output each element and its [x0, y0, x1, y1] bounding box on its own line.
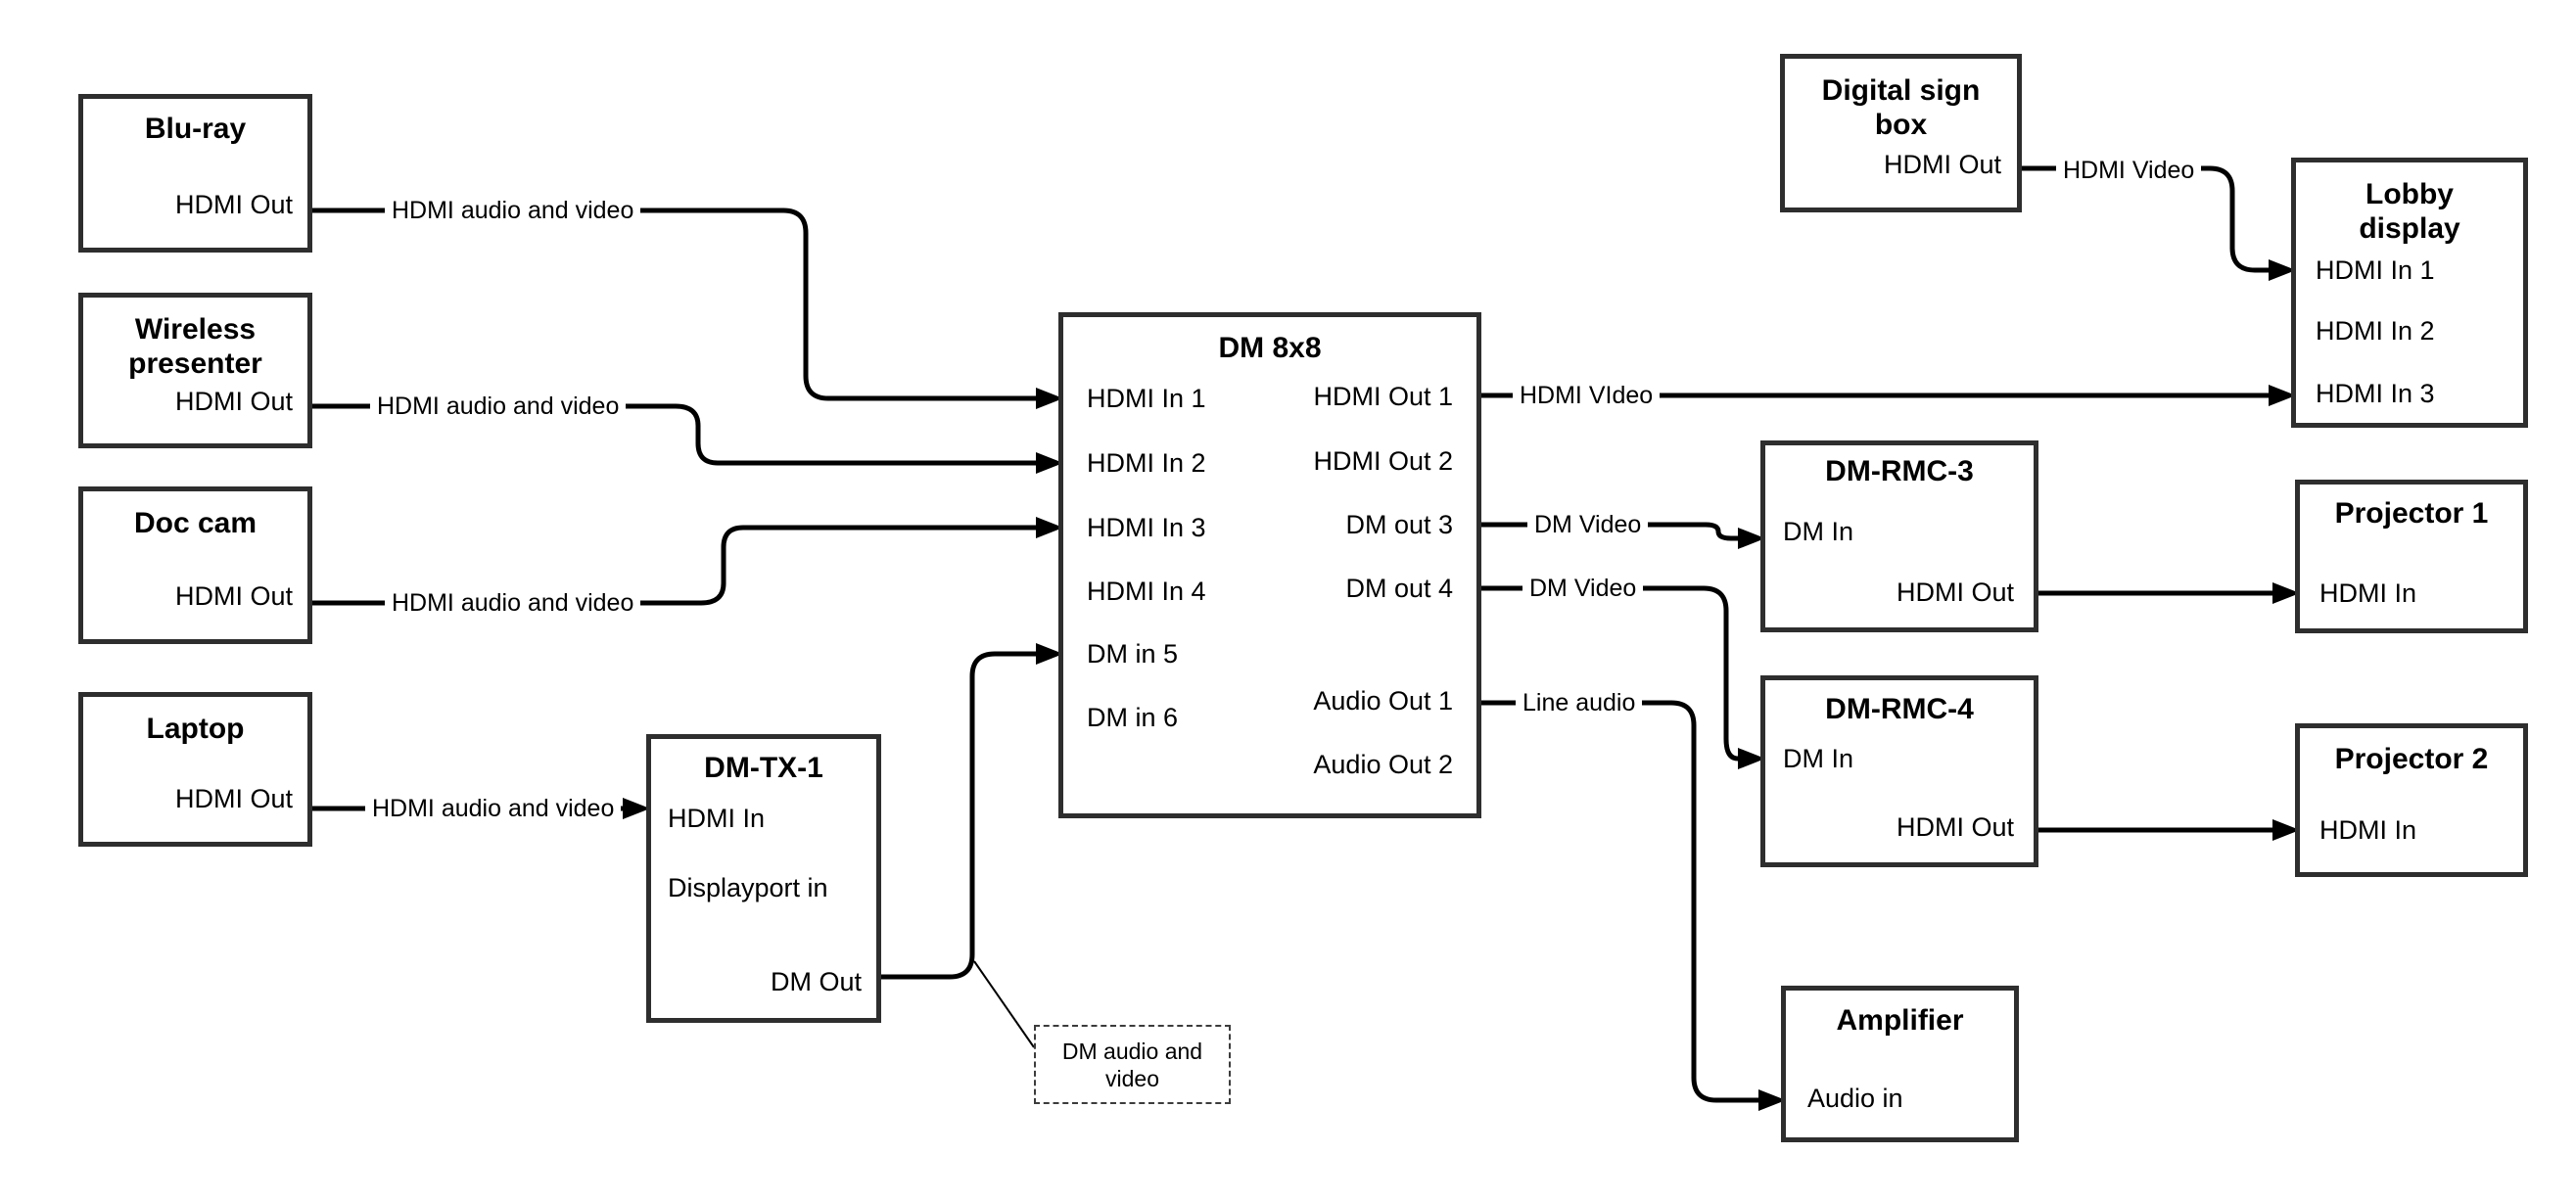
node-title: Lobby display [2359, 178, 2460, 245]
edge-label-hdmi-video-sign: HDMI Video [2056, 156, 2202, 185]
node-title: DM-TX-1 [704, 752, 823, 784]
node-title: Wireless presenter [128, 313, 262, 380]
port-laptop-hdmi-out: HDMI Out [174, 784, 293, 813]
port-dm8x8-dm-out-3: DM out 3 [1345, 510, 1453, 539]
node-doc-cam[interactable]: Doc cam HDMI Out [78, 486, 312, 644]
arrowhead-dm8x8-in3 [1036, 517, 1063, 538]
port-lobby-hdmi-in-2: HDMI In 2 [2316, 316, 2435, 346]
annotation-leader-line [973, 960, 1035, 1048]
port-rmc3-hdmi-out: HDMI Out [1896, 577, 2014, 607]
node-dm-rmc-3[interactable]: DM-RMC-3 DM In HDMI Out [1760, 440, 2038, 632]
port-proj2-hdmi-in: HDMI In [2319, 815, 2417, 845]
arrowhead-lobby-in1 [2269, 259, 2296, 281]
edge-label-line-audio: Line audio [1516, 688, 1643, 717]
edge-doccam-to-dm8x8-in3[interactable] [312, 525, 1036, 606]
edge-label-laptop: HDMI audio and video [365, 794, 622, 823]
annotation-dm-audio-video: DM audio and video [1034, 1025, 1231, 1104]
node-amplifier[interactable]: Amplifier Audio in [1781, 986, 2019, 1142]
port-dm8x8-hdmi-in-3: HDMI In 3 [1087, 513, 1206, 542]
node-title: DM 8x8 [1218, 332, 1322, 364]
node-title: DM-RMC-4 [1825, 693, 1974, 725]
arrowhead-lobby-in3 [2269, 385, 2296, 406]
arrowhead-dmtx1-in [623, 798, 650, 819]
node-dm-tx-1[interactable]: DM-TX-1 HDMI In Displayport in DM Out [646, 734, 881, 1023]
node-title: Projector 1 [2334, 497, 2489, 530]
edge-dm8x8-out4-to-rmc4[interactable] [1481, 585, 1739, 762]
port-dm8x8-hdmi-in-2: HDMI In 2 [1087, 448, 1206, 478]
port-dm8x8-dm-out-4: DM out 4 [1345, 574, 1453, 603]
port-amp-audio-in: Audio in [1807, 1084, 1903, 1113]
edge-label-doccam: HDMI audio and video [385, 588, 641, 618]
port-dmtx1-dm-out: DM Out [770, 967, 862, 996]
edge-dm8x8-out3-to-rmc3[interactable] [1481, 522, 1738, 541]
node-title: Blu-ray [144, 113, 247, 145]
port-dmtx1-hdmi-in: HDMI In [668, 804, 766, 833]
node-wireless-presenter[interactable]: Wireless presenter HDMI Out [78, 293, 312, 448]
node-title: Projector 2 [2334, 743, 2489, 775]
edge-label-hdmi-video-out1: HDMI VIdeo [1513, 381, 1661, 410]
port-wireless-hdmi-out: HDMI Out [174, 387, 293, 416]
edge-wireless-to-dm8x8-in2[interactable] [312, 403, 1036, 466]
node-digital-sign-box[interactable]: Digital sign box HDMI Out [1780, 54, 2022, 212]
arrowhead-proj2-hdmiin [2272, 819, 2300, 841]
arrowhead-amp-audioin [1758, 1089, 1786, 1111]
arrowhead-dm8x8-in1 [1036, 388, 1063, 409]
arrowhead-rmc3-dmin [1738, 528, 1765, 549]
edge-label-wireless: HDMI audio and video [370, 392, 627, 421]
port-dm8x8-audio-out-2: Audio Out 2 [1313, 750, 1453, 779]
port-dm8x8-hdmi-in-1: HDMI In 1 [1087, 384, 1206, 413]
node-dm-8x8[interactable]: DM 8x8 HDMI In 1 HDMI In 2 HDMI In 3 HDM… [1058, 312, 1481, 818]
port-dm8x8-audio-out-1: Audio Out 1 [1313, 686, 1453, 716]
port-bluray-hdmi-out: HDMI Out [174, 190, 293, 219]
port-lobby-hdmi-in-1: HDMI In 1 [2316, 255, 2435, 285]
node-title: Digital sign box [1821, 74, 1981, 141]
edge-label-dm-video-out4: DM Video [1522, 574, 1644, 603]
node-laptop[interactable]: Laptop HDMI Out [78, 692, 312, 847]
arrowhead-dm8x8-in5 [1036, 643, 1063, 665]
node-title: Laptop [146, 713, 245, 745]
annotation-text: DM audio and video [1061, 1038, 1203, 1091]
node-title: Amplifier [1836, 1004, 1964, 1037]
port-dm8x8-hdmi-out-2: HDMI Out 2 [1313, 446, 1453, 476]
port-dm8x8-dm-in-6: DM in 6 [1087, 703, 1179, 732]
port-rmc4-hdmi-out: HDMI Out [1896, 812, 2014, 842]
port-dm8x8-hdmi-in-4: HDMI In 4 [1087, 577, 1206, 606]
port-dm8x8-dm-in-5: DM in 5 [1087, 639, 1179, 669]
node-projector-1[interactable]: Projector 1 HDMI In [2295, 480, 2528, 633]
node-dm-rmc-4[interactable]: DM-RMC-4 DM In HDMI Out [1760, 675, 2038, 867]
edge-dmtx1-to-dm8x8-in5[interactable] [881, 651, 1036, 980]
port-proj1-hdmi-in: HDMI In [2319, 578, 2417, 608]
port-lobby-hdmi-in-3: HDMI In 3 [2316, 379, 2435, 408]
node-bluray[interactable]: Blu-ray HDMI Out [78, 94, 312, 253]
port-rmc4-dm-in: DM In [1783, 744, 1854, 773]
node-title: Doc cam [133, 507, 258, 539]
edge-digitalsign-to-lobby-in1[interactable] [2022, 165, 2269, 273]
edge-label-bluray: HDMI audio and video [385, 196, 641, 225]
arrowhead-rmc4-dmin [1738, 748, 1765, 769]
node-projector-2[interactable]: Projector 2 HDMI In [2295, 723, 2528, 877]
node-title: DM-RMC-3 [1825, 455, 1974, 487]
port-doccam-hdmi-out: HDMI Out [174, 581, 293, 611]
port-dmtx1-displayport-in: Displayport in [668, 873, 828, 902]
edge-bluray-to-dm8x8-in1[interactable] [312, 208, 1036, 401]
port-dm8x8-hdmi-out-1: HDMI Out 1 [1313, 382, 1453, 411]
edge-label-dm-video-out3: DM Video [1527, 510, 1649, 539]
arrowhead-dm8x8-in2 [1036, 452, 1063, 474]
edge-dm8x8-aout1-to-amplifier[interactable] [1481, 700, 1758, 1103]
port-rmc3-dm-in: DM In [1783, 517, 1854, 546]
node-lobby-display[interactable]: Lobby display HDMI In 1 HDMI In 2 HDMI I… [2291, 158, 2528, 428]
port-digitalsign-hdmi-out: HDMI Out [1883, 150, 2001, 179]
arrowhead-proj1-hdmiin [2272, 582, 2300, 604]
